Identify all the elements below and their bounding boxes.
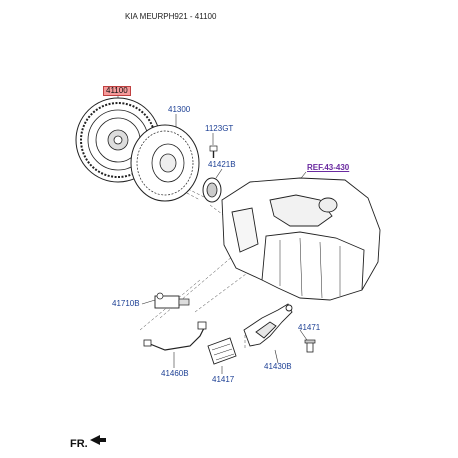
bolt-drawing (209, 145, 218, 158)
transmission-drawing (221, 177, 381, 301)
cylinder-drawing (154, 292, 190, 309)
pivot-drawing (304, 339, 316, 353)
pad-drawing (207, 337, 237, 365)
label-fork[interactable]: 41430B (264, 362, 292, 371)
clutch-cover-drawing (130, 124, 200, 202)
label-pivot[interactable]: 41471 (298, 323, 321, 332)
page-title: KIA MEURPH921 - 41100 (125, 12, 217, 21)
label-bearing[interactable]: 41421B (208, 160, 236, 169)
fork-drawing (243, 303, 293, 347)
label-bolt[interactable]: 1123GT (205, 124, 234, 133)
label-hose[interactable]: 41460B (161, 369, 189, 378)
release-bearing-drawing (202, 177, 222, 203)
label-cover[interactable]: 41300 (168, 105, 191, 114)
fr-label: FR. (70, 438, 88, 450)
label-cylinder[interactable]: 41710B (112, 299, 140, 308)
label-ref[interactable]: REF.43-430 (307, 163, 350, 172)
hose-drawing (143, 321, 207, 351)
label-pad[interactable]: 41417 (212, 375, 235, 384)
fr-arrow-icon (90, 435, 106, 445)
label-disc[interactable]: 41100 (103, 86, 131, 96)
